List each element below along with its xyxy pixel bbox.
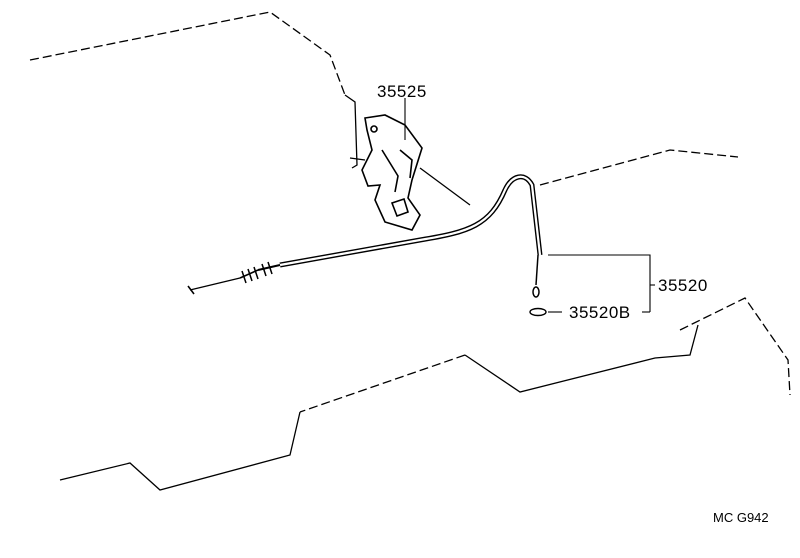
transmission-housing-outline (29, 11, 791, 491)
figure-code: MC G942 (713, 510, 769, 525)
clip-35520b (529, 307, 547, 317)
bracket-35525 (361, 114, 423, 231)
leader-lines (404, 98, 655, 313)
cable-35520 (187, 174, 543, 298)
label-35520: 35520 (658, 276, 708, 295)
label-35525: 35525 (377, 82, 427, 101)
label-35520b: 35520B (569, 303, 631, 322)
